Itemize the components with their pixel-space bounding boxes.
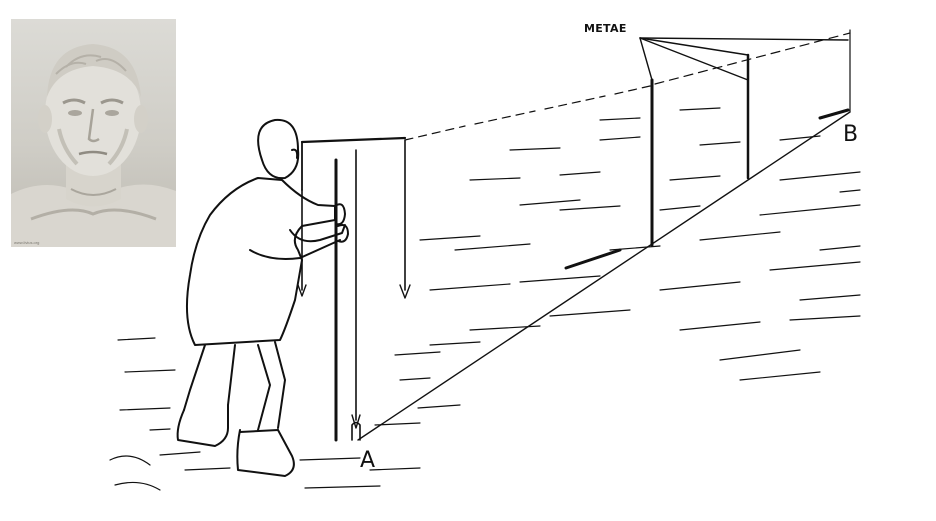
ground-stake-A [351,421,361,441]
groma-crossbar [300,136,407,144]
metae-pointer-2 [639,37,749,56]
sight-line-ground [357,111,851,441]
metae-pointer-4 [639,37,849,41]
point-a-label: A [360,448,376,473]
ground-hatching [109,107,861,491]
sight-line-upper-far [654,32,851,85]
marble-bust-portrait: www.livius.org [11,19,176,247]
bust-illustration [11,44,176,247]
sight-line-upper [404,85,651,141]
portrait-caption: www.livius.org [14,240,40,245]
metae-label: METAE [584,22,627,35]
point-b-label: B [843,122,859,147]
surveyor-figure [176,118,349,477]
metae-pointer-1 [639,37,653,81]
metae-pointer-3 [639,37,749,81]
